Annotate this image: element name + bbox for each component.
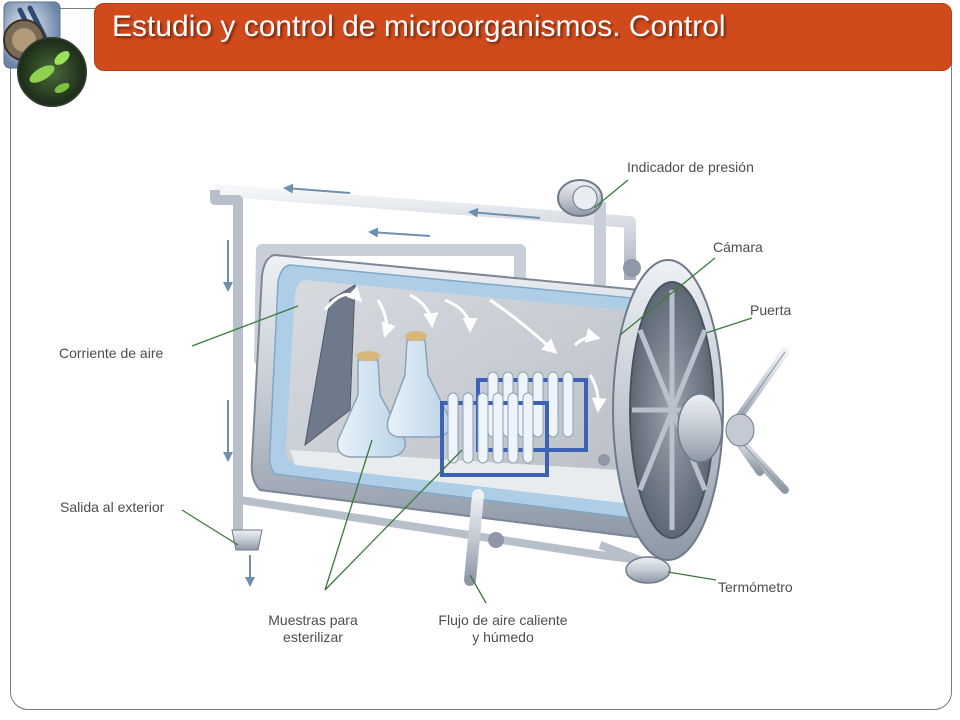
leader-door xyxy=(705,317,753,334)
slide-title: Estudio y control de microorganismos. Co… xyxy=(112,10,726,43)
leader-thermometer xyxy=(667,571,717,581)
leader-samples-flask xyxy=(324,439,373,591)
leader-exhaust xyxy=(181,509,239,546)
leader-hot-air-flow xyxy=(469,574,487,604)
label-exhaust: Salida al exterior xyxy=(60,499,165,515)
label-chamber: Cámara xyxy=(713,239,763,255)
label-samples: Muestras para esterilizar xyxy=(268,612,358,645)
leader-samples-tubes xyxy=(324,449,463,591)
label-air-current: Corriente de aire xyxy=(59,345,164,361)
title-bar xyxy=(94,3,952,71)
microscope-microbes-logo-icon xyxy=(3,1,87,107)
label-hot-air-flow: Flujo de aire caliente y húmedo xyxy=(438,612,568,645)
leader-pressure-gauge xyxy=(593,179,629,209)
label-thermometer: Termómetro xyxy=(718,579,793,595)
leader-air-current xyxy=(191,305,299,347)
label-pressure-gauge: Indicador de presión xyxy=(627,159,754,175)
label-door: Puerta xyxy=(750,302,792,318)
leader-chamber xyxy=(619,257,716,336)
